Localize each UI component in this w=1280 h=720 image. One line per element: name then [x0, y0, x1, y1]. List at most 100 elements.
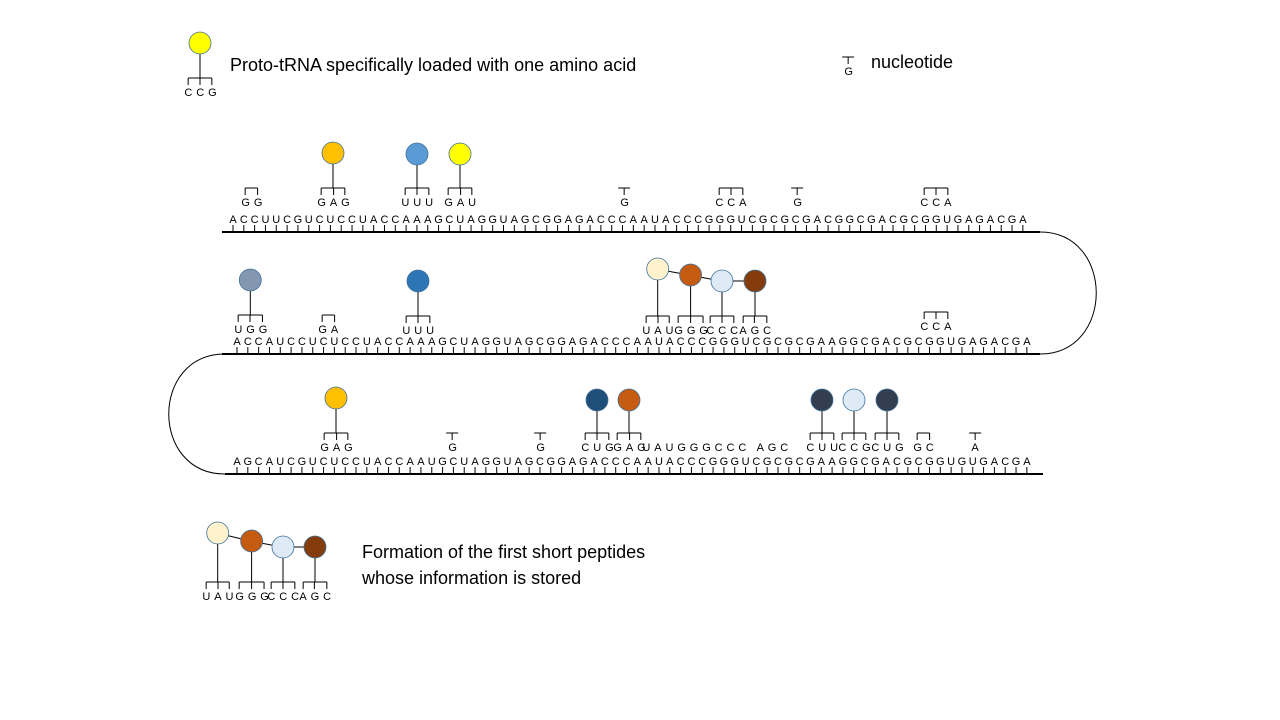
nucleotide-letter: A [471, 456, 479, 468]
nucleotide-letter: C [244, 336, 252, 348]
nucleotides-cca: CCA [715, 187, 746, 209]
nucleotide-letter: U [330, 456, 338, 468]
nucleotide-letter: G [542, 214, 551, 226]
trna-gau: GAU [444, 142, 480, 209]
nucleotide-letter: C [774, 456, 782, 468]
anticodon-label: UUU [402, 325, 438, 337]
nucleotide-letter: U [305, 214, 313, 226]
nucleotide-letter: U [655, 336, 663, 348]
nucleotide-letter: G [904, 336, 913, 348]
nucleotide-letter: G [958, 336, 967, 348]
nucleotide-letter: C [677, 456, 685, 468]
nucleotide-letter: A [630, 214, 638, 226]
nucleotide-letter: U [363, 456, 371, 468]
amino-acid-ball [617, 388, 641, 412]
nucleotide-letter: A [666, 456, 674, 468]
nucleotide-letter: A [406, 456, 414, 468]
anticodon-label: AGC [299, 591, 335, 603]
nucleotide-letter: G [763, 336, 772, 348]
amino-acid-ball [448, 142, 472, 166]
trna-gag: GAG [317, 141, 350, 209]
anticodon-label: GGG [674, 325, 711, 337]
nucleotide-letter: G [438, 336, 447, 348]
trna-gag: GAG [320, 386, 353, 454]
nucleotide-letter: G [716, 214, 725, 226]
nucleotide-letter: G [1008, 214, 1017, 226]
amino-acid-ball [875, 388, 899, 412]
nucleotide-letter: C [320, 336, 328, 348]
anticodon-label: CCA [920, 321, 955, 333]
nucleotide-letter: G [492, 456, 501, 468]
nucleotide-letter: A [991, 456, 999, 468]
trna-cuu: CUU [806, 388, 842, 454]
nucleotide-letter: G [557, 336, 566, 348]
nucleotide-letter: C [752, 456, 760, 468]
anticodon-label: GAU [444, 197, 480, 209]
anticodon-label: G [448, 442, 460, 454]
nucleotide-letter: G [979, 336, 988, 348]
nucleotide-letter: G [839, 456, 848, 468]
nucleotide-letter: C [1001, 456, 1009, 468]
nucleotide-letter: G [434, 214, 443, 226]
nucleotide-letter: G [975, 214, 984, 226]
amino-acid-ball [238, 268, 262, 292]
trna-cug: CUG [871, 388, 907, 454]
nucleotide-letter: G [482, 456, 491, 468]
nucleotide-g: G [791, 187, 804, 209]
nucleotide-letter: G [932, 214, 941, 226]
nucleotide-letter: G [958, 456, 967, 468]
nucleotide-letter: U [655, 456, 663, 468]
nucleotide-letter: C [298, 336, 306, 348]
nucleotide-letter: C [861, 336, 869, 348]
nucleotide-letter: G [525, 336, 534, 348]
anticodon-label: AGC [739, 325, 775, 337]
nucleotide-letter: C [796, 336, 804, 348]
nucleotide-letter: C [673, 214, 681, 226]
nucleotides-cca: CCA [920, 187, 951, 209]
nucleotide-letter: G [785, 336, 794, 348]
nucleotide-letter: G [438, 456, 447, 468]
nucleotide-letter: G [785, 456, 794, 468]
nucleotide-letter: G [726, 214, 735, 226]
nucleotide-letter: G [525, 456, 534, 468]
amino-acid-ball [188, 31, 212, 55]
nucleotide-letter: A [879, 214, 887, 226]
anticodon-label: CUG [871, 442, 907, 454]
nucleotide-letter: G [763, 456, 772, 468]
anticodon-label: UGG [234, 324, 271, 336]
nucleotide-letter: U [460, 336, 468, 348]
peptide-trna-uau: UAU [642, 257, 673, 337]
nucleotide-letter: G [478, 214, 487, 226]
nucleotide-letter: C [752, 336, 760, 348]
nucleotide-letter: G [705, 214, 714, 226]
nucleotide-letter: G [759, 214, 768, 226]
amino-acid-ball [321, 141, 345, 165]
nucleotide-letter: A [515, 336, 523, 348]
nucleotide-letter: G [849, 456, 858, 468]
nucleotide-letter: U [504, 336, 512, 348]
anticodon-label: GGG [235, 591, 272, 603]
nucleotide-letter: A [987, 214, 995, 226]
nucleotide-letter: C [698, 456, 706, 468]
nucleotide-letter: C [770, 214, 778, 226]
anticodon-label: CUU [806, 442, 842, 454]
nucleotide-letter: C [796, 456, 804, 468]
anticodon-label: CCC [706, 325, 742, 337]
nucleotide-letter: C [623, 456, 631, 468]
nucleotide-g: G [618, 187, 631, 209]
nucleotide-g: G [534, 432, 547, 454]
nucleotide-letter: C [341, 336, 349, 348]
nucleotide-letter: G [802, 214, 811, 226]
nucleotide-letter: A [417, 456, 425, 468]
amino-acid-ball [646, 257, 670, 281]
nucleotide-letter: A [471, 336, 479, 348]
nucleotide-letter: A [883, 336, 891, 348]
nucleotide-letter: C [677, 336, 685, 348]
peptide-trna-ccc: CCC [706, 269, 742, 337]
nucleotide-letter: C [687, 456, 695, 468]
nucleotide-letter: G [849, 336, 858, 348]
nucleotide-letter: A [828, 456, 836, 468]
